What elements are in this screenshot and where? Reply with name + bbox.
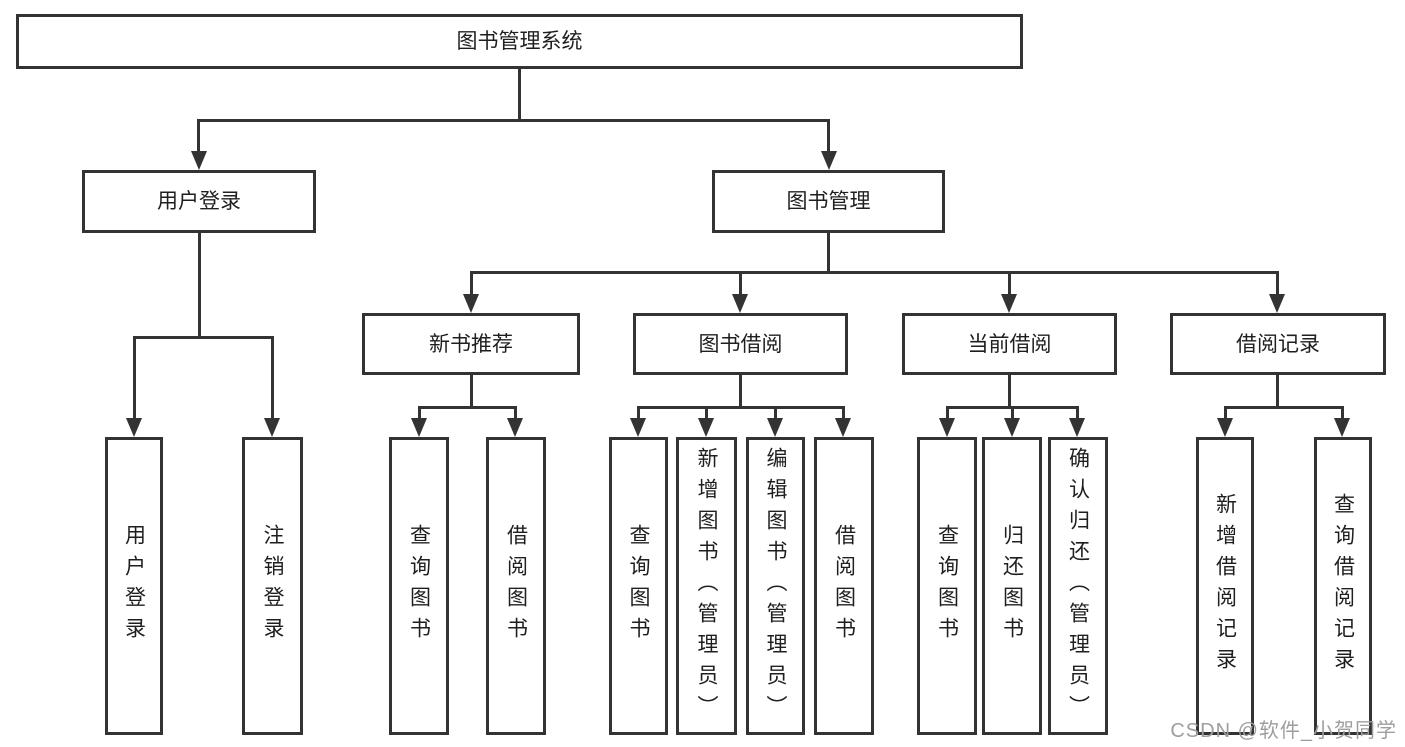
connector-line: [842, 406, 845, 418]
arrow-down-icon: [264, 418, 280, 437]
node-leaf-bb-query-books-label: 查询图书: [627, 524, 650, 648]
node-leaf-bb-borrow-books: 借阅图书: [814, 437, 874, 735]
node-leaf-bb-edit-books: 编辑图书（管理员）: [746, 437, 805, 735]
node-leaf-bb-edit-books-label: 编辑图书（管理员）: [764, 446, 787, 726]
node-leaf-nbr-borrow-books-label: 借阅图书: [504, 524, 528, 648]
arrow-down-icon: [411, 418, 427, 437]
arrow-down-icon: [732, 294, 748, 313]
arrow-down-icon: [507, 418, 523, 437]
node-leaf-user-login-label: 用户登录: [122, 524, 146, 648]
connector-line: [198, 119, 830, 122]
connector-line: [1008, 271, 1011, 295]
node-leaf-bb-add-books: 新增图书（管理员）: [676, 437, 737, 735]
connector-line: [827, 233, 830, 271]
arrow-down-icon: [1334, 418, 1350, 437]
arrow-down-icon: [1069, 418, 1085, 437]
node-leaf-br-add-record: 新增借阅记录: [1196, 437, 1254, 735]
arrow-down-icon: [767, 418, 783, 437]
node-borrow-records: 借阅记录: [1170, 313, 1386, 375]
node-new-book-rec: 新书推荐: [362, 313, 580, 375]
node-book-mgmt-label: 图书管理: [786, 190, 871, 213]
connector-line: [418, 406, 517, 409]
connector-line: [739, 375, 742, 406]
node-leaf-cb-confirm-return: 确认归还（管理员）: [1048, 437, 1108, 735]
node-leaf-bb-borrow-books-label: 借阅图书: [832, 524, 856, 648]
node-leaf-user-login: 用户登录: [105, 437, 163, 735]
node-leaf-cb-return-books-label: 归还图书: [1000, 524, 1024, 648]
node-leaf-bb-add-books-label: 新增图书（管理员）: [695, 446, 718, 726]
connector-line: [637, 406, 640, 418]
arrow-down-icon: [939, 418, 955, 437]
node-root-label: 图书管理系统: [456, 30, 583, 53]
connector-line: [1008, 375, 1011, 406]
node-book-borrow-label: 图书借阅: [698, 332, 783, 356]
connector-line: [1276, 271, 1279, 295]
connector-line: [739, 271, 742, 295]
node-leaf-nbr-borrow-books: 借阅图书: [486, 437, 546, 735]
connector-line: [1224, 406, 1227, 418]
node-leaf-cb-query-books: 查询图书: [917, 437, 977, 735]
node-borrow-records-label: 借阅记录: [1236, 332, 1320, 356]
node-leaf-br-query-record: 查询借阅记录: [1314, 437, 1372, 735]
node-leaf-logout-label: 注销登录: [261, 524, 284, 648]
node-book-mgmt: 图书管理: [712, 170, 945, 233]
connector-line: [637, 406, 844, 409]
connector-line: [1341, 406, 1344, 418]
node-leaf-bb-query-books: 查询图书: [609, 437, 668, 735]
connector-line: [518, 69, 521, 119]
node-current-borrow: 当前借阅: [902, 313, 1117, 375]
connector-line: [470, 271, 473, 295]
connector-line: [133, 336, 136, 418]
node-root: 图书管理系统: [16, 14, 1023, 69]
node-leaf-nbr-query-books: 查询图书: [389, 437, 449, 735]
connector-line: [1076, 406, 1079, 418]
node-leaf-br-query-record-label: 查询借阅记录: [1331, 493, 1355, 679]
arrow-down-icon: [1269, 294, 1285, 313]
node-leaf-logout: 注销登录: [242, 437, 303, 735]
connector-line: [418, 406, 421, 418]
connector-line: [827, 119, 830, 152]
arrow-down-icon: [1217, 418, 1233, 437]
watermark: CSDN @软件_小贺同学: [1170, 720, 1397, 742]
node-leaf-br-add-record-label: 新增借阅记录: [1213, 493, 1237, 679]
connector-line: [1224, 406, 1344, 409]
arrow-down-icon: [835, 418, 851, 437]
node-leaf-nbr-query-books-label: 查询图书: [407, 524, 431, 648]
node-leaf-cb-return-books: 归还图书: [982, 437, 1042, 735]
arrow-down-icon: [191, 151, 207, 170]
arrow-down-icon: [126, 418, 142, 437]
connector-line: [774, 406, 777, 418]
connector-line: [1011, 406, 1014, 418]
node-current-borrow-label: 当前借阅: [967, 332, 1052, 356]
arrow-down-icon: [698, 418, 714, 437]
connector-line: [470, 375, 473, 406]
connector-line: [470, 271, 1279, 274]
connector-line: [946, 406, 949, 418]
arrow-down-icon: [1004, 418, 1020, 437]
node-leaf-cb-query-books-label: 查询图书: [935, 524, 959, 648]
arrow-down-icon: [630, 418, 646, 437]
connector-line: [514, 406, 517, 418]
node-leaf-cb-confirm-return-label: 确认归还（管理员）: [1066, 446, 1090, 726]
connector-line: [1276, 375, 1279, 406]
connector-line: [198, 233, 201, 336]
connector-line: [197, 119, 200, 152]
node-user-login: 用户登录: [82, 170, 316, 233]
arrow-down-icon: [821, 151, 837, 170]
node-new-book-rec-label: 新书推荐: [429, 332, 513, 356]
node-book-borrow: 图书借阅: [633, 313, 848, 375]
arrow-down-icon: [1001, 294, 1017, 313]
connector-line: [133, 336, 274, 339]
arrow-down-icon: [463, 294, 479, 313]
node-user-login-label: 用户登录: [157, 190, 241, 213]
connector-line: [705, 406, 708, 418]
connector-line: [271, 336, 274, 418]
